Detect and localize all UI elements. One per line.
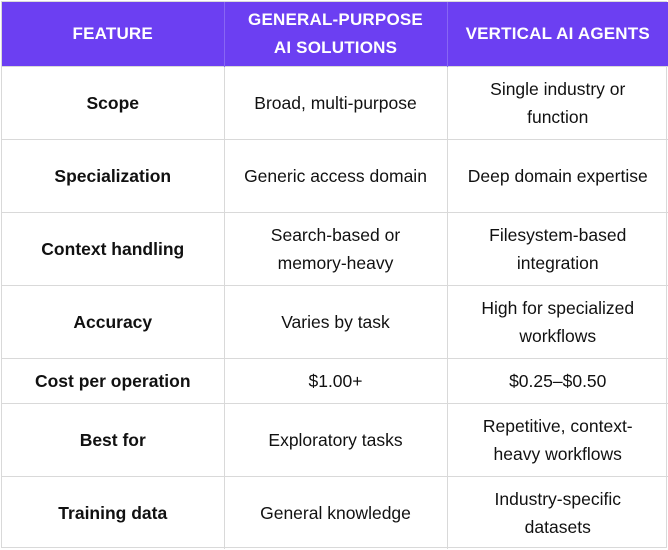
table-row: Specialization Generic access domain Dee… bbox=[2, 138, 668, 212]
feature-cell: Context handling bbox=[2, 211, 225, 285]
header-general-purpose: GENERAL-PURPOSE AI SOLUTIONS bbox=[224, 2, 448, 66]
vertical-cell: Repetitive, context-heavy workflows bbox=[447, 402, 668, 476]
table-row: Accuracy Varies by task High for special… bbox=[2, 284, 668, 358]
vertical-cell: Filesystem-based integration bbox=[447, 211, 668, 285]
general-cell: Generic access domain bbox=[224, 138, 448, 212]
vertical-cell: Industry-specific datasets bbox=[447, 475, 668, 549]
general-cell: Exploratory tasks bbox=[224, 402, 448, 476]
general-cell: Search-based or memory-heavy bbox=[224, 211, 448, 285]
general-cell: General knowledge bbox=[224, 475, 448, 549]
feature-cell: Cost per operation bbox=[2, 357, 225, 403]
vertical-cell: Single industry or function bbox=[447, 65, 668, 139]
table-row: Training data General knowledge Industry… bbox=[2, 475, 668, 549]
vertical-cell: $0.25–$0.50 bbox=[447, 357, 668, 403]
general-cell: $1.00+ bbox=[224, 357, 448, 403]
table-row: Scope Broad, multi-purpose Single indust… bbox=[2, 65, 668, 139]
table-row: Best for Exploratory tasks Repetitive, c… bbox=[2, 402, 668, 476]
vertical-cell: High for specialized workflows bbox=[447, 284, 668, 358]
general-cell: Broad, multi-purpose bbox=[224, 65, 448, 139]
table-row: Cost per operation $1.00+ $0.25–$0.50 bbox=[2, 357, 668, 403]
feature-cell: Accuracy bbox=[2, 284, 225, 358]
header-feature: FEATURE bbox=[2, 2, 225, 66]
feature-cell: Scope bbox=[2, 65, 225, 139]
feature-cell: Best for bbox=[2, 402, 225, 476]
table-header-row: FEATURE GENERAL-PURPOSE AI SOLUTIONS VER… bbox=[2, 2, 668, 66]
general-cell: Varies by task bbox=[224, 284, 448, 358]
table-row: Context handling Search-based or memory-… bbox=[2, 211, 668, 285]
feature-cell: Training data bbox=[2, 475, 225, 549]
header-vertical-ai: VERTICAL AI AGENTS bbox=[447, 2, 668, 66]
vertical-cell: Deep domain expertise bbox=[447, 138, 668, 212]
feature-cell: Specialization bbox=[2, 138, 225, 212]
